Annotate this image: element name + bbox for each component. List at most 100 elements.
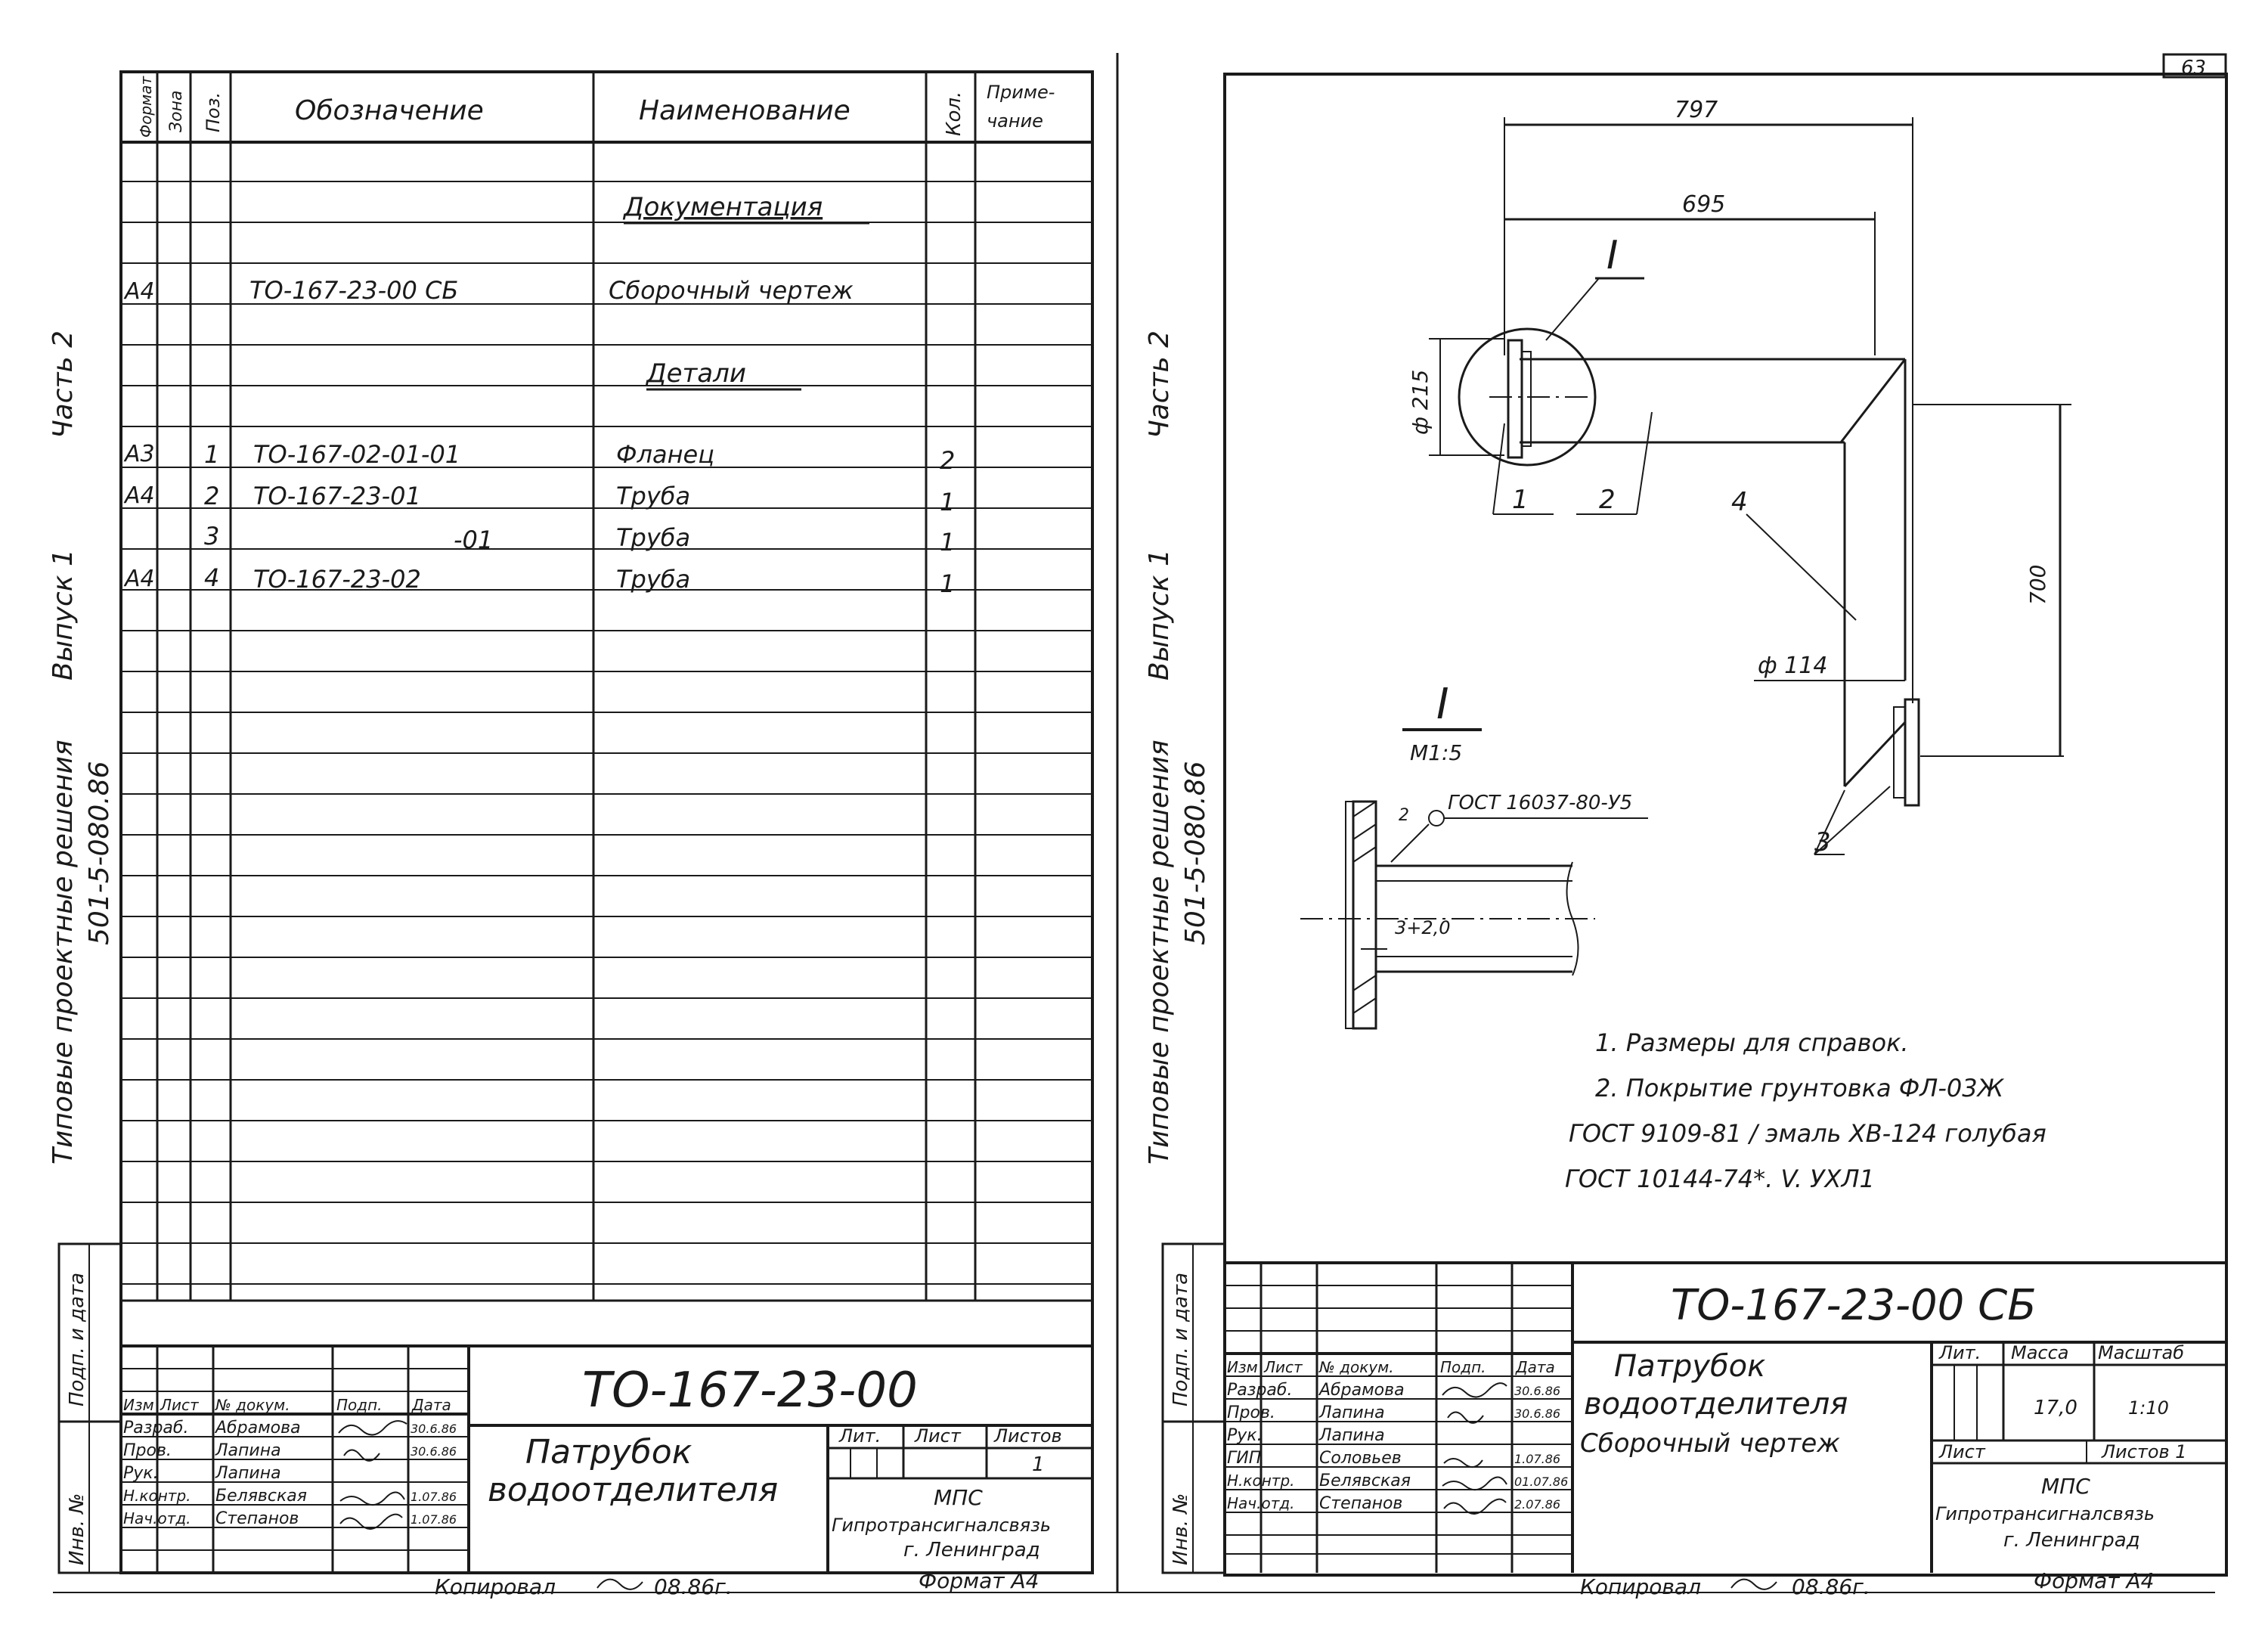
right-org-2: Гипротрансигналсвязь [1935,1503,2155,1524]
detail-pos: 3 [204,522,219,550]
rtb-role-row: Пров. Лапина 30.6.86 [1227,1403,1560,1422]
tb-role: Пров. [123,1441,172,1460]
tb-role: Рук. [123,1464,159,1483]
right-masshtab: Масштаб [2098,1342,2184,1363]
rtb-role: Пров. [1227,1403,1275,1422]
rtb-date: 30.6.86 [1514,1384,1560,1398]
left-copied-date: 08.86г. [654,1574,733,1599]
right-title-3: Сборочный чертеж [1580,1428,1840,1459]
rtb-hdr-data: Дата [1515,1358,1555,1376]
tb-role-row: Н.контр. Белявская 1.07.86 [123,1487,457,1506]
tb-hdr-izm: Изм [123,1396,154,1414]
detail-row: 3 -01 Труба 1 [204,522,955,557]
detail-label: I [1436,680,1449,729]
right-massa-value: 17,0 [2034,1397,2077,1419]
hdr-qty: Кол. [943,91,965,136]
rtb-role-row: Разраб. Абрамова 30.6.86 [1227,1381,1560,1400]
detail-row: А4 2 ТО-167-23-01 Труба 1 [123,482,955,516]
detail-qty: 1 [940,488,955,516]
right-title-1: Патрубок [1614,1349,1765,1384]
dim-phi-114: ф 114 [1758,653,1827,679]
rtb-role-row: Рук. Лапина [1227,1426,1385,1445]
left-lit: Лит. [838,1425,881,1447]
right-listov: Листов 1 [2101,1441,2187,1462]
detail-pos: 2 [204,482,219,510]
tb-person: Лапина [215,1464,281,1483]
right-copied-date: 08.86г. [1792,1574,1870,1599]
right-stamp-sign: Подп. и дата [1170,1273,1192,1406]
right-format: Формат А4 [2034,1568,2154,1593]
right-frame [1223,73,2228,1577]
caption-series: Выпуск 1 [48,549,79,681]
detail-pos: 4 [204,563,219,592]
rtb-role: Н.контр. [1227,1471,1295,1490]
hdr-name: Наименование [639,95,850,126]
detail-row: А3 1 ТО-167-02-01-01 Фланец 2 [123,440,955,475]
caption-part-r: Часть 2 [1144,330,1175,439]
tb-hdr-podp: Подп. [336,1396,383,1414]
tb-role: Разраб. [123,1419,188,1437]
rtb-hdr-ndoc: № докум. [1318,1358,1394,1376]
tb-role: Н.контр. [123,1487,191,1505]
rtb-person: Белявская [1319,1471,1411,1490]
tb-person: Лапина [215,1441,281,1460]
left-copied: Копировал [435,1574,556,1599]
tb-date: 1.07.86 [411,1490,457,1504]
caption-part: Часть 2 [48,330,79,439]
rtb-hdr-izm: Изм [1227,1358,1258,1376]
detail-gap: 3+2,0 [1395,917,1451,938]
dim-phi-215: ф 215 [1408,370,1433,435]
left-org-1: МПС [934,1485,983,1510]
right-stamp-column: Подп. и дата Инв. № [1161,1242,1226,1574]
hdr-zone: Зона [167,91,186,132]
view-mark-I: I [1606,233,1618,278]
note-line: 1. Размеры для справок. [1595,1028,1909,1057]
caption-line1-r: Типовые проектные решения [1144,740,1175,1164]
detail-format: А4 [123,482,155,509]
detail-name: Труба [616,523,690,552]
detail-designation: -01 [454,526,493,554]
rtb-hdr-list: Лист [1263,1358,1303,1376]
tb-role-row: Разраб. Абрамова 30.6.86 [123,1419,457,1437]
right-stamp-inv: Инв. № [1170,1493,1192,1565]
detail-view-I: I М1:5 3+2,0 [1300,680,1648,1030]
left-listov: Листов [993,1425,1062,1447]
hdr-note-1: Приме- [987,82,1055,103]
detail-weld-num: 2 [1399,806,1409,825]
page-number: 63 [2181,57,2206,79]
caption-code-r: 501-5-080.86 [1180,761,1211,945]
rtb-person: Лапина [1318,1426,1385,1445]
left-side-caption: Типовые проектные решения Выпуск 1 Часть… [48,330,115,1164]
tb-role-row: Рук. Лапина [123,1464,281,1483]
signature-scribbles [338,1420,407,1530]
note-line: 2. Покрытие грунтовка ФЛ-03Ж [1595,1074,2005,1102]
left-org-3: г. Ленинград [903,1539,1040,1561]
right-list: Лист [1938,1441,1986,1462]
right-title-2: водоотделителя [1584,1387,1848,1422]
tb-role-row: Нач.отд. Степанов 1.07.86 [123,1509,457,1528]
pipe-assembly-drawing: 797 695 ф 215 I [1408,97,2071,857]
left-stamp-sign: Подп. и дата [66,1273,88,1406]
detail-name: Фланец [616,440,714,469]
doc-row-name: Сборочный чертеж [609,276,854,305]
spec-row-lines [121,181,1092,1285]
rtb-role: Нач.отд. [1227,1494,1295,1512]
rtb-person: Абрамова [1318,1381,1405,1400]
rtb-person: Соловьев [1319,1449,1402,1468]
left-doc-number: ТО-167-23-00 [582,1363,918,1419]
left-stamp-inv: Инв. № [66,1493,88,1565]
tb-hdr-data: Дата [411,1396,451,1414]
tb-role-row: Пров. Лапина 30.6.86 [123,1441,457,1460]
doc-row-format: А4 [123,278,155,305]
right-sheet: 797 695 ф 215 I [1161,73,2228,1599]
rtb-date: 2.07.86 [1514,1497,1560,1512]
left-title-block: Изм Лист № докум. Подп. Дата Разраб. Абр… [121,1344,1092,1573]
detail-qty: 1 [940,569,955,598]
right-org-1: МПС [2041,1474,2090,1499]
dim-797: 797 [1675,97,1718,123]
right-copied-signature [1730,1578,1777,1590]
left-org-2: Гипротрансигналсвязь [832,1515,1051,1536]
rtb-date: 1.07.86 [1514,1452,1560,1466]
caption-code: 501-5-080.86 [84,761,115,945]
